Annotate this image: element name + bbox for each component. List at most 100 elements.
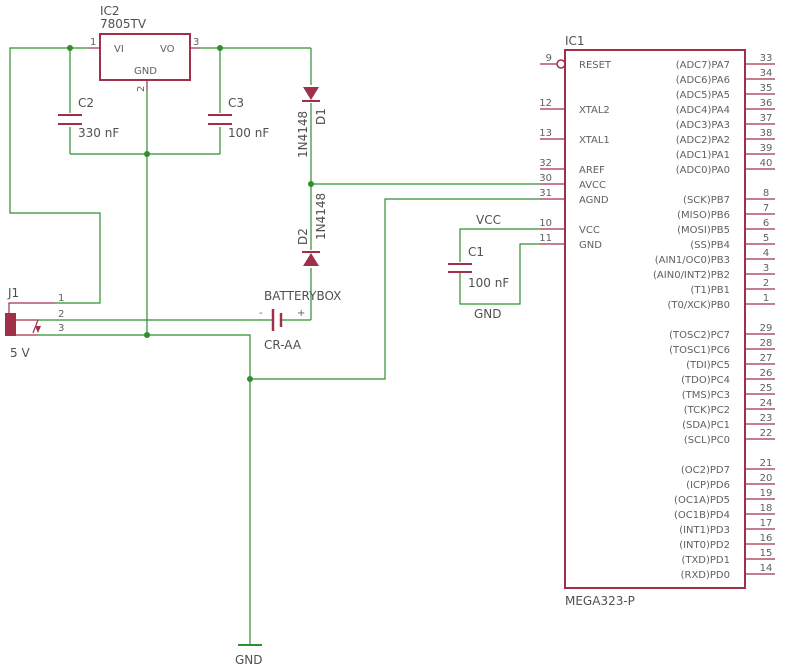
ic1-right-pin-number: 24 [760,398,773,409]
capacitor-c1: C1 100 nF [448,245,509,290]
ic1-right-pin-name: (ADC3)PA3 [676,120,730,131]
ic1-right-pin-name: (TDI)PC5 [686,360,730,371]
ic1-reset-inversion-circle [556,59,566,69]
ic1-right-pin-number: 37 [760,113,773,124]
ic2-pin1-number: 1 [90,37,96,48]
wire-agnd [250,198,540,380]
ic1-right-pin-number: 19 [760,488,773,499]
ic1-left-pin-name: VCC [579,225,600,236]
junction-vin-c2 [67,45,73,51]
ic1-right-pin-number: 38 [760,128,773,139]
ic1-right-pin-number: 26 [760,368,773,379]
j1-name: J1 [7,286,19,300]
c2-value: 330 nF [78,126,119,140]
ic1-left-pin-number: 12 [539,98,552,109]
ic1-right-pin-number: 33 [760,53,773,64]
ic1-right-pin-name: (TXD)PD1 [681,555,730,566]
ic1-right-pin-name: (ADC7)PA7 [676,60,730,71]
ic1-left-pin-name: AREF [579,165,605,176]
ic1-right-pin-name: (AIN0/INT2)PB2 [653,270,730,281]
wire-j1-pin3 [38,334,251,645]
ic1-right-pin-name: (OC1A)PD5 [674,495,730,506]
ic2-regulator: IC2 7805TV VI VO GND 1 3 2 [88,4,200,92]
ic1-right-pin-number: 28 [760,338,773,349]
ic1-right-pin-number: 25 [760,383,773,394]
ic1-right-pin-number: 6 [763,218,769,229]
capacitor-c2: C2 330 nF [58,96,119,140]
wire-j1-pin1-to-vin [9,47,101,304]
ic2-pin-vo-label: VO [160,44,175,55]
ic1-left-pin-number: 31 [539,188,552,199]
battery-box: BATTERYBOX CR-AA - + [259,289,341,352]
ic1-right-pin-name: (TOSC1)PC6 [669,345,730,356]
j1-pin1-lead [8,302,55,313]
ic1-right-pin-name: (T0/XCK)PB0 [667,300,730,311]
battery-value: CR-AA [264,338,302,352]
ic1-right-pin-name: (OC1B)PD4 [674,510,730,521]
ic1-right-pin-name: (ADC5)PA5 [676,90,730,101]
ground-symbol-label: GND [235,653,263,667]
ic1-left-pin-name: XTAL2 [579,105,610,116]
ic1-right-pin-name: (SDA)PC1 [682,420,730,431]
ic1-right-pin-name: (TOSC2)PC7 [669,330,730,341]
battery-name: BATTERYBOX [264,289,341,303]
ic1-left-pin-number: 9 [546,53,552,64]
diode-d1: 1N4148 D1 [296,87,328,158]
j1-body [5,313,16,336]
ic1-right-pin-name: (SS)PB4 [690,240,730,251]
junction-vo-c3 [217,45,223,51]
ic1-right-pin-number: 36 [760,98,773,109]
connector-j1: J1 5 V 1 2 3 [5,286,64,360]
diode-d2: D2 1N4148 [296,193,328,266]
d1-body [303,87,319,100]
j1-pin2-number: 2 [58,309,64,320]
ic1-right-pin-number: 1 [763,293,769,304]
ic1-right-pin-number: 15 [760,548,773,559]
capacitor-c3: C3 100 nF [208,96,269,140]
c2-name: C2 [78,96,94,110]
ic1-right-pin-number: 2 [763,278,769,289]
ic1-right-pin-number: 29 [760,323,773,334]
ic2-body [99,33,191,81]
ic1-pins: 9RESET12XTAL213XTAL132AREF30AVCC31AGND10… [539,53,775,581]
c1-value: 100 nF [468,276,509,290]
ic1-right-pin-name: (TCK)PC2 [684,405,730,416]
ic1-right-pin-name: (INT0)PD2 [679,540,730,551]
ic1-left-pin-number: 10 [539,218,552,229]
wire-c1-vcc [459,228,540,262]
ic2-name: IC2 [100,4,120,18]
ic1-right-pin-name: (SCK)PB7 [683,195,730,206]
c3-value: 100 nF [228,126,269,140]
ic1-right-pin-name: (ADC4)PA4 [676,105,730,116]
d2-value: 1N4148 [314,193,328,240]
ic1-left-pin-number: 11 [539,233,552,244]
ic1-right-pin-number: 20 [760,473,773,484]
junction-avcc [308,181,314,187]
ic1-right-pin-number: 14 [760,563,773,574]
ic1-left-pin-name: AVCC [579,180,606,191]
ic1-left-pin-name: AGND [579,195,609,206]
wire-c1-gnd [459,243,540,305]
ic1-right-pin-name: (AIN1/OC0)PB3 [655,255,730,266]
ic1-right-pin-name: (ADC2)PA2 [676,135,730,146]
ic1-right-pin-name: (ADC0)PA0 [676,165,730,176]
ic1-right-pin-number: 5 [763,233,769,244]
ic2-pin2-number: 2 [136,86,147,92]
ic1-right-pin-number: 17 [760,518,773,529]
ic2-value: 7805TV [100,17,147,31]
j1-value: 5 V [10,346,30,360]
ic1-left-pin-number: 30 [539,173,552,184]
ic1-right-pin-name: (ICP)PD6 [686,480,730,491]
j1-pin1-number: 1 [58,293,64,304]
gnd-net-label: GND [474,307,502,321]
d2-body [303,253,319,266]
battery-minus: - [259,308,263,319]
ic1-right-pin-number: 16 [760,533,773,544]
ic1-right-pin-number: 34 [760,68,773,79]
vcc-net-label: VCC [476,213,501,227]
d2-name: D2 [296,228,310,245]
d1-name: D1 [314,108,328,125]
ic1-left-pin-name: GND [579,240,602,251]
ic1-right-pin-number: 4 [763,248,769,259]
